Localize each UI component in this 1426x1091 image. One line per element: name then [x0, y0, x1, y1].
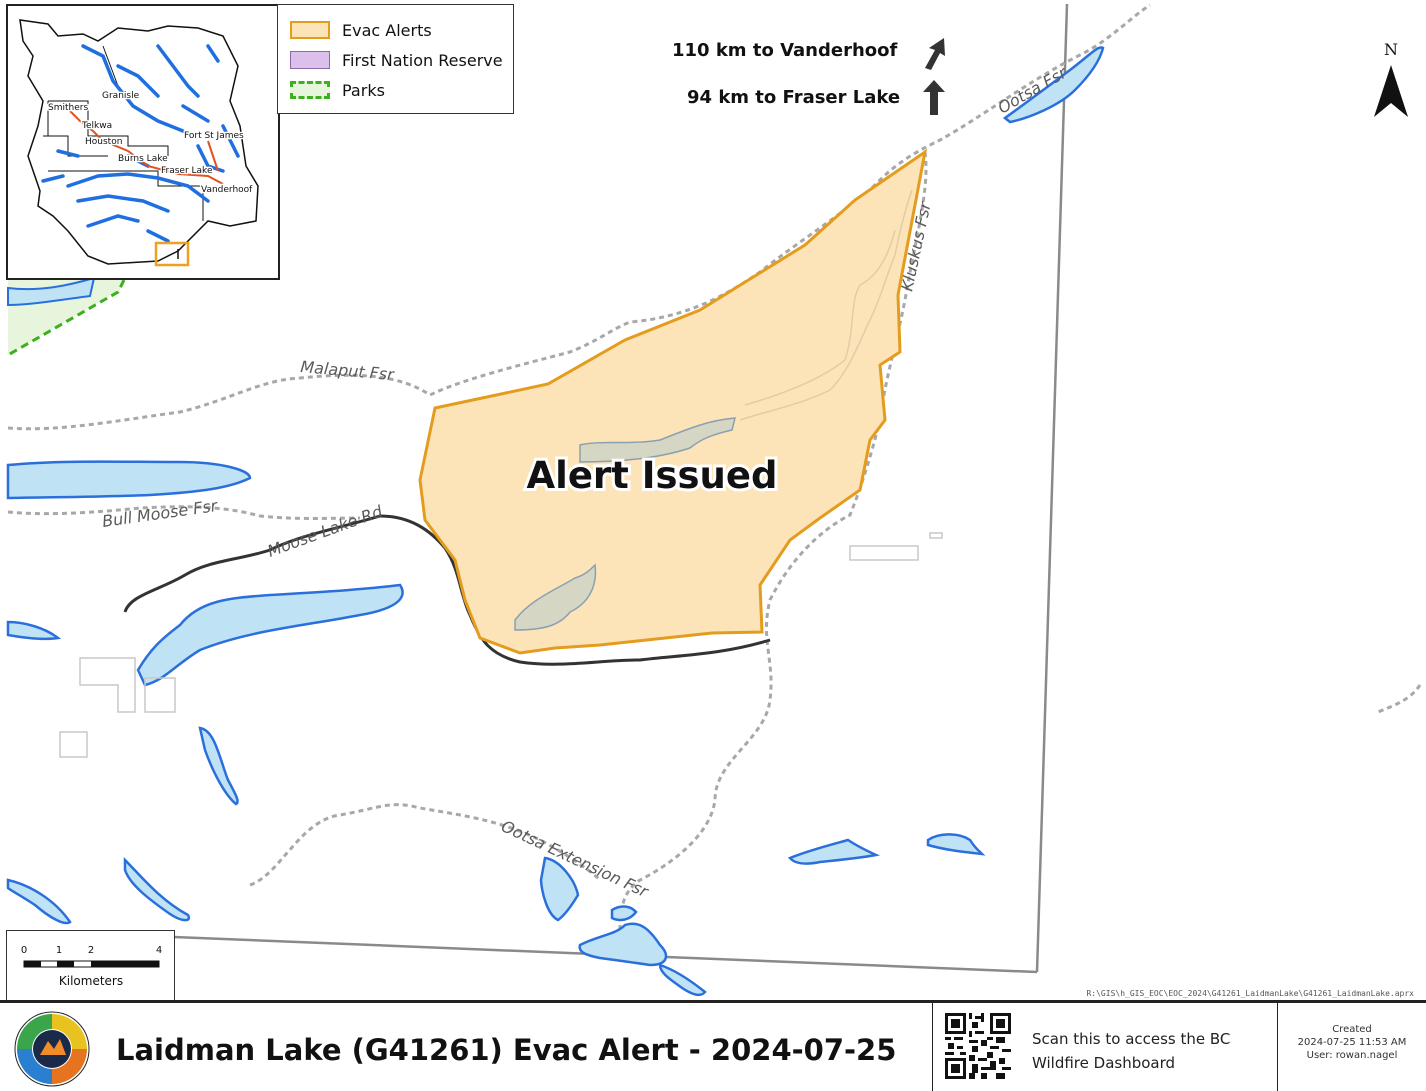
park-boundary: [7, 279, 126, 357]
legend-label-reserve: First Nation Reserve: [342, 50, 503, 70]
parcel-1: [79, 657, 136, 713]
north-arrow-icon: [1374, 65, 1408, 117]
lake-west-long: [6, 460, 252, 500]
town-smithers: Smithers: [48, 103, 88, 113]
town-telkwa: Telkwa: [81, 121, 112, 131]
qr-caption: Scan this to access the BC Wildfire Dash…: [1032, 1030, 1231, 1072]
lake-slim-3: [123, 856, 191, 922]
town-granisle: Granisle: [102, 91, 140, 101]
arrow-vanderhoof-icon: [925, 38, 945, 70]
legend-swatch-reserve: [290, 51, 330, 69]
lake-south-2: [578, 922, 668, 967]
scale-unit: Kilometers: [59, 974, 123, 988]
road-ootsa-extension: [249, 803, 602, 887]
scale-tick-4: 4: [156, 945, 162, 956]
inset-extent-box: [154, 241, 190, 267]
legend-swatch-parks: [290, 81, 330, 99]
lake-bull-moose: [136, 583, 404, 687]
legend-label-parks: Parks: [342, 80, 385, 100]
scale-tick-2: 2: [88, 945, 94, 956]
inset-map: Smithers Granisle Telkwa Houston Fort St…: [6, 4, 280, 280]
parcel-2: [144, 677, 176, 713]
road-kluskus: [618, 151, 928, 931]
inset-region-outline: [19, 19, 259, 265]
created-label: Created: [1332, 1024, 1372, 1035]
legend-label-evac: Evac Alerts: [342, 20, 432, 40]
arrow-fraser-lake-icon: [923, 80, 945, 115]
fire-area-north: [579, 417, 736, 463]
created-datetime: 2024-07-25 11:53 AM: [1297, 1037, 1407, 1048]
lake-small-west: [6, 620, 62, 641]
boundary-line-east: [1035, 3, 1069, 973]
north-label: N: [1384, 40, 1398, 59]
lake-slim-1: [198, 726, 239, 806]
lake-south-3: [610, 905, 638, 922]
scale-tick-1: 1: [56, 945, 62, 956]
town-fort-st-james: Fort St James: [184, 131, 244, 141]
direction-fraser-lake: 94 km to Fraser Lake: [687, 87, 901, 108]
parcel-4: [849, 545, 919, 561]
evac-alert-area[interactable]: [418, 148, 928, 655]
scale-bar: 0 1 2 4 Kilometers: [6, 930, 175, 1002]
town-vanderhoof: Vanderhoof: [201, 185, 253, 195]
road-malaput: [7, 3, 1151, 431]
created-user: User: rowan.nagel: [1306, 1050, 1398, 1061]
lake-south-1: [539, 856, 580, 922]
scale-tick-0: 0: [21, 945, 27, 956]
river-trace: [739, 189, 913, 421]
qr-code[interactable]: [945, 1013, 1011, 1079]
file-path: R:\GIS\h_GIS_EOC\EOC_2024\G41261_Laidman…: [1086, 989, 1414, 998]
legend-item-parks: Parks: [290, 78, 385, 102]
title-block: Laidman Lake (G41261) Evac Alert - 2024-…: [0, 1000, 1426, 1091]
created-info: Created 2024-07-25 11:53 AM User: rowan.…: [1285, 1023, 1419, 1062]
lake-park: [7, 276, 96, 307]
direction-vanderhoof: 110 km to Vanderhoof: [672, 40, 898, 61]
river-trace-2: [744, 229, 896, 406]
lake-slim-2: [6, 878, 72, 925]
legend-item-evac-alerts: Evac Alerts: [290, 18, 432, 42]
legend-item-first-nation-reserve: First Nation Reserve: [290, 48, 503, 72]
lake-ootsa-ne: [1002, 46, 1105, 124]
parcel-3: [59, 731, 88, 758]
fire-area-south: [514, 563, 597, 631]
town-houston: Houston: [85, 137, 122, 147]
lake-east-1: [787, 838, 880, 865]
road-bull-moose: [7, 505, 361, 520]
town-fraser-lake: Fraser Lake: [161, 166, 213, 176]
lake-south-4: [658, 963, 707, 997]
road-east-edge: [1377, 684, 1422, 714]
alert-label: Alert Issued: [527, 454, 778, 497]
town-burns-lake: Burns Lake: [118, 154, 168, 164]
parcel-5: [929, 532, 943, 539]
map-title: Laidman Lake (G41261) Evac Alert - 2024-…: [116, 1033, 897, 1067]
legend-swatch-evac: [290, 21, 330, 39]
legend: Evac Alerts First Nation Reserve Parks: [277, 4, 514, 114]
lake-east-2: [926, 833, 986, 856]
bc-wildfire-logo: [14, 1011, 90, 1087]
